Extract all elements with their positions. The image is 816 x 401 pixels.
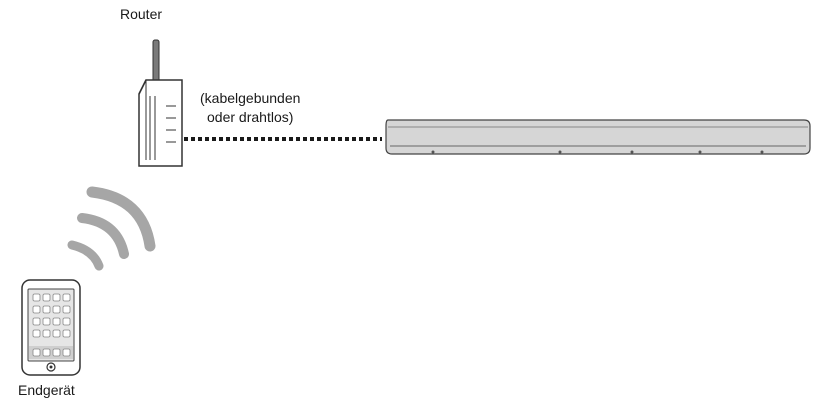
connection-label: (kabelgebunden oder drahtlos) [200,89,300,127]
soundbar-icon [385,119,811,155]
router-icon [138,39,183,167]
wifi-waves-icon [67,186,156,271]
device-label: Endgerät [18,382,75,398]
router-label: Router [120,6,163,22]
connection-label-line1: (kabelgebunden [200,90,301,106]
connection-label-line2: oder drahtlos) [207,109,294,125]
smartphone-icon [21,279,81,376]
